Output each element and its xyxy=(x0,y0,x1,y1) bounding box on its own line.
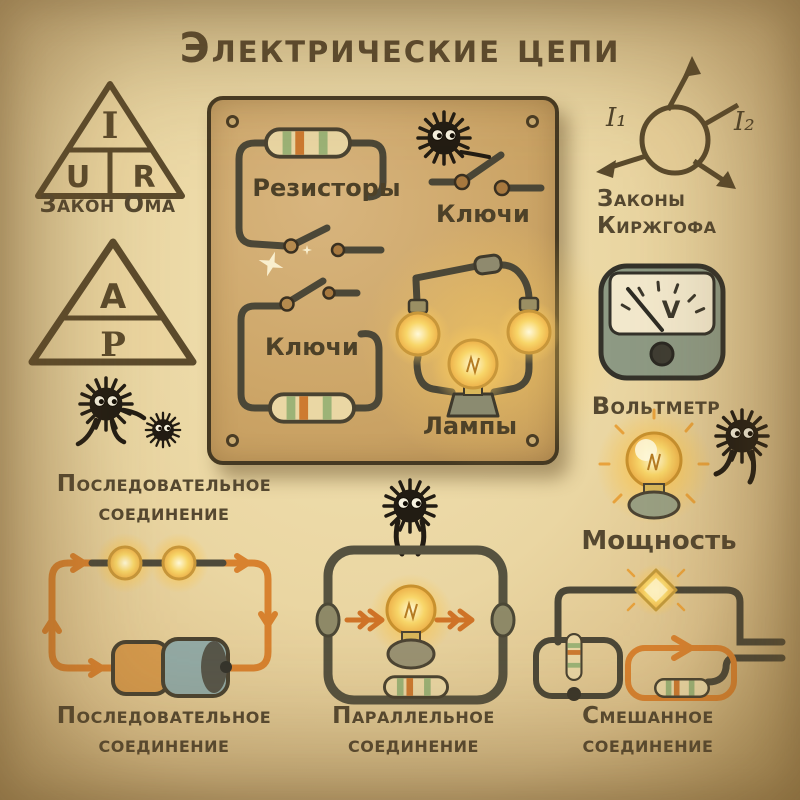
battery-icon xyxy=(111,640,170,696)
arrow-up-icon xyxy=(683,56,701,77)
power-formula-triangle-icon: A P xyxy=(28,238,197,366)
soot-sprite-right xyxy=(713,408,770,485)
kirchhoff-label-line2: Киржгофа xyxy=(597,213,717,239)
circuit-wire xyxy=(48,559,272,672)
kirchhoff-label-line1: Законы xyxy=(597,186,686,212)
parallel-label-line2: соединение xyxy=(348,732,479,758)
ohm-law-triangle-icon: I U R xyxy=(35,81,185,199)
series-connection-label: Последовательное соединение xyxy=(18,702,310,760)
current-arrows xyxy=(42,553,278,678)
series-label-line2: соединение xyxy=(98,732,230,758)
soot-sprite xyxy=(416,110,491,166)
lamp-base-icon xyxy=(627,490,681,520)
soot-sprite xyxy=(75,376,147,447)
lamps-circuit-diagram xyxy=(386,253,561,418)
resistor-icon xyxy=(383,675,449,699)
resistors-label: Резисторы xyxy=(252,174,401,202)
parallel-label-line1: Параллельное xyxy=(332,703,495,729)
parallel-circuit-diagram xyxy=(315,478,516,705)
switch-knob-icon xyxy=(453,173,471,191)
needle-icon xyxy=(626,287,664,332)
board-screw-icon xyxy=(526,434,539,447)
arrow-left-icon xyxy=(596,160,616,178)
switch-knob-icon xyxy=(322,286,336,300)
kirchhoff-label: Законы Киржгофа xyxy=(597,186,777,240)
soot-sprite-small xyxy=(144,411,182,449)
soot-sprite-pair xyxy=(75,376,182,449)
mixed-label-line2: соединение xyxy=(582,732,714,758)
meter-knob-icon xyxy=(649,341,675,367)
filament xyxy=(466,354,480,376)
resistor-icon xyxy=(270,394,354,421)
lamp-socket-icon xyxy=(407,298,429,315)
series-title-line1: Последовательное xyxy=(56,471,272,497)
lamp-base-icon xyxy=(386,638,436,670)
battery-terminal xyxy=(201,641,227,693)
ohm-current-letter: I xyxy=(102,105,119,147)
parallel-connection-label: Параллельное соединение xyxy=(296,702,531,760)
resistor-icon xyxy=(266,129,350,156)
switches-label-top: Ключи xyxy=(436,200,530,228)
switch-loop-diagram xyxy=(237,277,383,412)
soot-sprite xyxy=(382,478,438,557)
ohm-law-label: Закон Ома xyxy=(39,190,176,218)
lamp-bulb-icon xyxy=(395,311,441,357)
current-arrows xyxy=(344,608,475,632)
lamp-socket-icon xyxy=(518,296,540,313)
connector-icon xyxy=(473,253,503,276)
node-icon xyxy=(315,602,341,638)
spark-rays xyxy=(626,568,686,612)
power-letter: P xyxy=(100,325,126,365)
work-letter: A xyxy=(100,277,127,317)
current-arrow xyxy=(671,635,694,661)
filament xyxy=(647,453,661,471)
switch-knob-icon xyxy=(283,238,299,254)
circuit-board: Резисторы Ключи Ключи Лампы xyxy=(207,96,621,470)
page-title: Электрические цепи xyxy=(179,24,621,72)
spark-rays xyxy=(598,408,710,504)
current-i1-label: I₁ xyxy=(605,103,627,133)
switch-knob-icon xyxy=(493,179,511,197)
lamp-bulb-icon xyxy=(506,309,552,355)
power-section-label: Мощность xyxy=(581,526,737,556)
switch-icons-top xyxy=(428,151,545,192)
kirchhoff-node-diagram: I₁ I₂ xyxy=(596,56,755,189)
lamps-label: Лампы xyxy=(422,412,518,440)
resistor-icon xyxy=(564,633,584,681)
diamond-lamp-core xyxy=(644,578,668,602)
circuit-wire-orange xyxy=(625,645,737,701)
filament xyxy=(404,600,418,622)
voltmeter-unit-letter: V xyxy=(662,296,681,324)
board-screw-icon xyxy=(226,115,239,128)
sparkle-icon xyxy=(254,247,288,281)
series-section-title: Последовательное соединение xyxy=(18,470,310,528)
board-circuits-drawing xyxy=(235,110,561,461)
current-i2-label: I₂ xyxy=(733,107,755,137)
switch-knob-icon xyxy=(330,242,346,258)
mixed-connection-label: Смешанное соединение xyxy=(528,702,768,760)
node-icon xyxy=(490,602,516,638)
switch-knob-icon xyxy=(279,296,295,312)
current-in-line xyxy=(703,102,740,127)
series-circuit-diagram xyxy=(42,533,278,698)
dial-ticks xyxy=(620,280,706,314)
series-title-line2: соединение xyxy=(98,500,230,526)
battery-terminal-dot xyxy=(220,661,232,673)
voltmeter-icon: V xyxy=(598,263,726,381)
ohm-resistance-letter: R xyxy=(132,160,155,195)
junction-dot xyxy=(567,687,581,701)
power-bulb-icon xyxy=(596,408,712,524)
arrow-right-icon xyxy=(716,171,736,189)
resistor-icon xyxy=(654,677,710,699)
ohm-voltage-letter: U xyxy=(66,160,90,195)
board-screw-icon xyxy=(226,434,239,447)
mixed-label-line1: Смешанное xyxy=(582,703,714,729)
sparkle-icon xyxy=(302,245,312,255)
mixed-circuit-diagram xyxy=(533,564,786,701)
series-label-line1: Последовательное xyxy=(56,703,272,729)
lamp-bulb-icon xyxy=(161,545,197,581)
switches-label-bottom: Ключи xyxy=(265,333,359,361)
board-screw-icon xyxy=(526,115,539,128)
lamp-bulb-icon xyxy=(107,545,143,581)
